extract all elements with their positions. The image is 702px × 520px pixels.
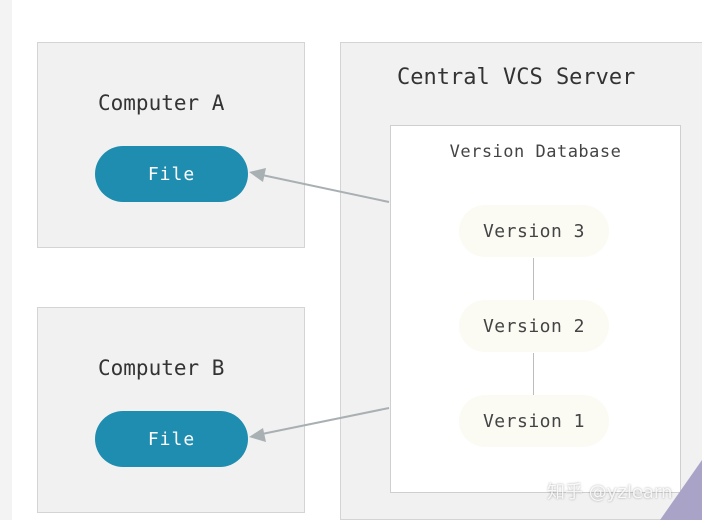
version-1-node: Version 1 [459,395,609,447]
version-link-3-2 [533,258,534,300]
version-database-title: Version Database [449,142,622,162]
computer-a-box: Computer A File [37,42,305,248]
version-database: Version Database Version 3 Version 2 Ver… [390,125,681,493]
computer-b-file: File [95,411,248,467]
computer-a-file: File [95,146,248,202]
computer-b-title: Computer B [98,356,225,380]
version-link-2-1 [533,353,534,395]
central-server-box: Central VCS Server Version Database Vers… [340,42,702,520]
watermark-text: 知乎 @yzlearn [547,482,673,503]
version-3-node: Version 3 [459,205,609,257]
server-title: Central VCS Server [397,65,636,90]
computer-b-box: Computer B File [37,307,305,513]
version-2-node: Version 2 [459,300,609,352]
left-margin-strip [0,0,12,520]
computer-a-title: Computer A [98,91,225,115]
